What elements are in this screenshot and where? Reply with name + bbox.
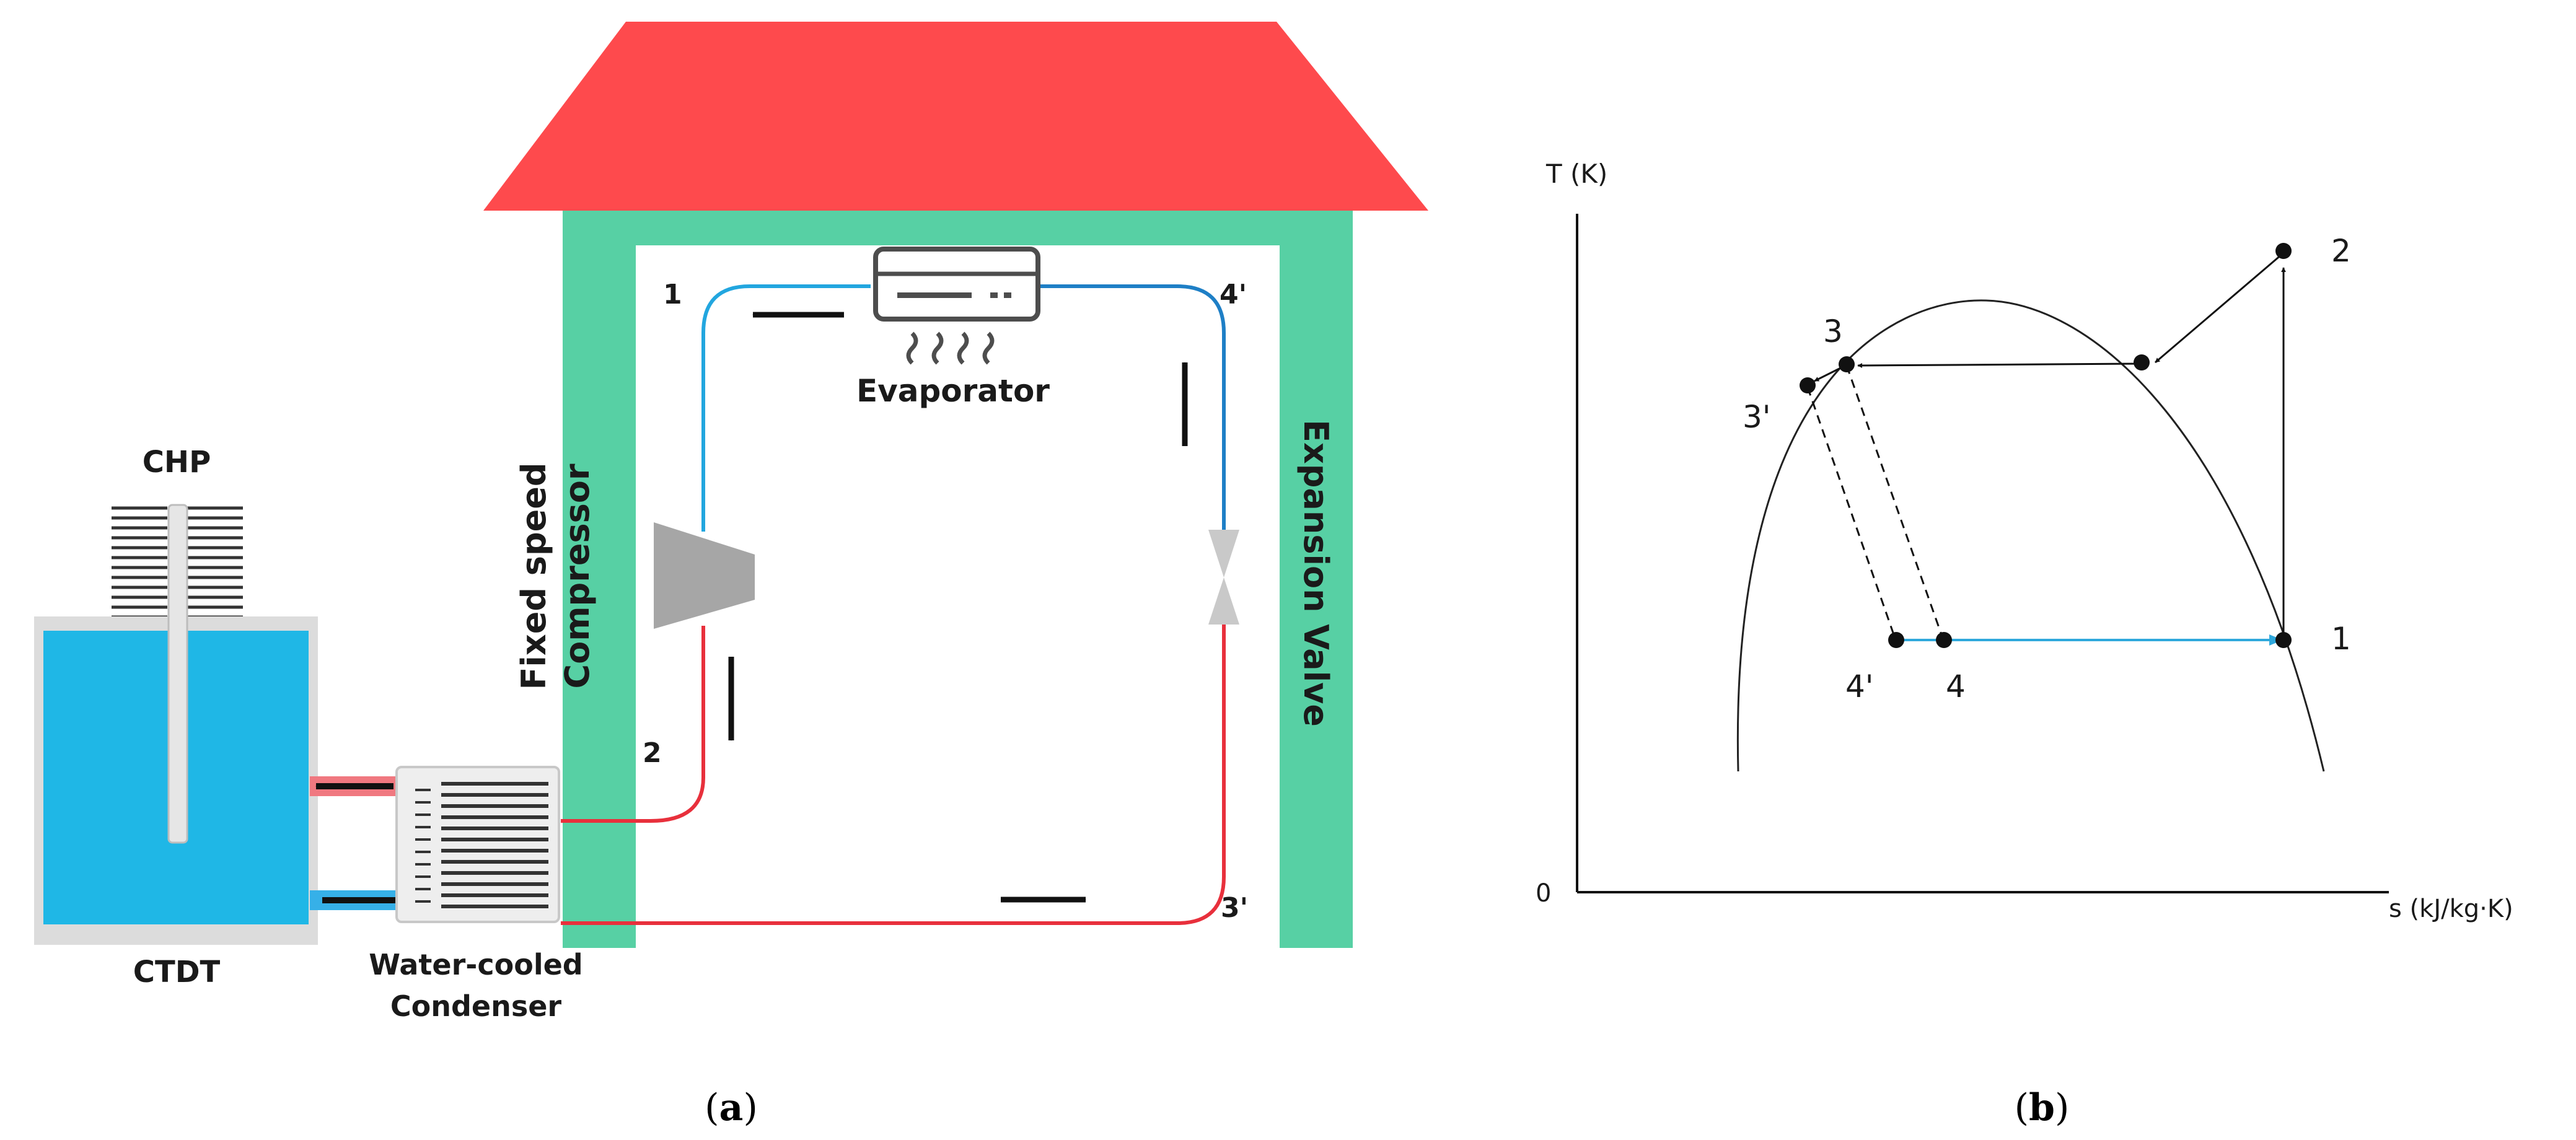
house-right-wall [1280,211,1353,948]
point-1 [2275,632,2292,648]
ctdt-label: CTDT [133,955,221,989]
panel-a: 1 4' 2 3' Evaporator Fixed speed Compres… [34,22,1428,1023]
hot-pipe-liquid [561,623,1226,925]
point-1-label: 1 [2331,621,2351,657]
point-3p-label: 3' [1743,399,1771,435]
point-sat-vapor [2134,354,2150,370]
cold-pipe-right [1032,284,1226,532]
x-axis-label: s (kJ/kg·K) [2389,895,2513,923]
point-2-label: 2 [2331,233,2351,269]
expansion-valve-icon [1208,530,1239,625]
state-2-label: 2 [643,737,662,769]
evaporator-label: Evaporator [856,373,1050,409]
state-3p-label: 3' [1221,892,1248,924]
caption-b: (b) [2015,1086,2070,1129]
ctdt-tank [34,504,318,945]
panel-b: T (K) s (kJ/kg·K) 0 1 2 3 3' 4' 4 [1536,159,2513,923]
origin-label: 0 [1536,879,1551,908]
saturation-dome [1736,299,2325,772]
house-roof [483,22,1428,211]
chp-label: CHP [143,445,211,480]
compressor-label-line2: Compressor [558,463,597,688]
compressor-icon [654,522,755,629]
caption-a: (a) [705,1086,758,1129]
point-3 [1839,356,1855,372]
point-4p [1888,632,1904,648]
house-left-wall [563,211,636,948]
y-axis-label: T (K) [1545,159,1607,189]
process-3-4 [1845,365,1944,639]
state-1-label: 1 [663,279,682,310]
point-4 [1936,632,1952,648]
point-3p [1800,377,1816,393]
process-condensation [1857,362,2140,368]
evaporator-icon [873,247,1040,365]
process-2-desuperheat [2155,253,2283,364]
point-3-label: 3 [1823,314,1843,349]
condenser-label-line2: Condenser [390,989,562,1023]
point-4-label: 4 [1946,669,1966,704]
process-3p-4p [1806,387,1896,639]
expansion-valve-label: Expansion Valve [1296,419,1335,727]
chp-heat-fins-icon [112,506,243,619]
state-4p-label: 4' [1220,279,1247,310]
cold-pipe-top [701,284,871,532]
hot-pipe-discharge [561,626,705,823]
condenser-label-line1: Water-cooled [369,948,582,981]
point-2 [2275,243,2292,259]
point-4p-label: 4' [1845,669,1874,704]
condenser-icon [395,766,560,923]
compressor-label-line1: Fixed speed [514,462,553,690]
house-ceiling [563,211,1353,245]
